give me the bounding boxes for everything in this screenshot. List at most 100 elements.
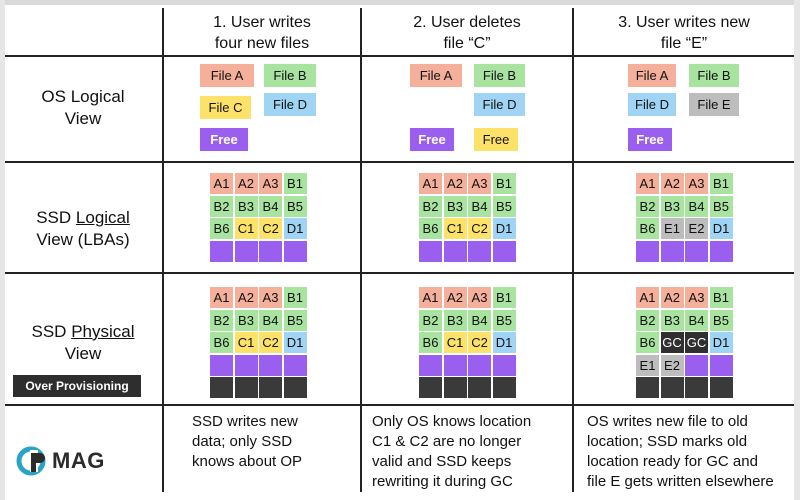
logical-lba-cell: A3 [259, 173, 282, 194]
os-file-chip: Free [410, 128, 454, 151]
logical-lba-cell: A3 [685, 173, 708, 194]
physical-block-cell: B5 [283, 309, 307, 331]
physical-block-cell: B6 [419, 332, 442, 353]
logical-lba-cell [234, 240, 258, 262]
physical-block-cell [234, 377, 258, 398]
divider-os [5, 161, 794, 163]
physical-block-cell [443, 377, 467, 398]
divider-header [5, 55, 794, 57]
row-label-word: SSD [36, 208, 76, 227]
physical-block-cell: A3 [468, 287, 491, 308]
physical-block-cell [468, 354, 491, 376]
physical-block-cell: B2 [210, 309, 233, 331]
physical-block-cell: A1 [419, 287, 442, 308]
physical-block-cell [283, 354, 307, 376]
os-file-chip: Free [628, 128, 672, 151]
logical-lba-cell: C1 [234, 218, 258, 239]
os-file-chip: File A [628, 64, 676, 87]
logical-lba-cell: B4 [685, 195, 708, 217]
physical-block-cell: B1 [283, 287, 307, 308]
logical-lba-cell: B2 [210, 195, 233, 217]
physical-block-cell: GC [660, 332, 684, 353]
logical-lba-cell: A1 [210, 173, 233, 194]
logical-lba-cell [468, 240, 491, 262]
physical-block-cell [685, 354, 708, 376]
physical-block-cell: C1 [443, 332, 467, 353]
row-label-underlined-word: Physical [71, 322, 135, 341]
over-provisioning-badge: Over Provisioning [13, 375, 141, 397]
physical-block-cell: E2 [660, 354, 684, 376]
divider-col-2 [360, 8, 362, 492]
row-label-line: SSD Logical [6, 207, 160, 229]
physical-block-cell [443, 354, 467, 376]
logical-lba-cell: A3 [468, 173, 491, 194]
os-file-chip: File B [264, 64, 316, 87]
logical-lba-cell: D1 [283, 218, 307, 239]
physical-block-cell [468, 377, 491, 398]
divider-col-3 [572, 8, 574, 492]
physical-block-cell: C1 [234, 332, 258, 353]
logical-lba-cell: B4 [468, 195, 491, 217]
physical-block-cell [259, 377, 282, 398]
logical-lba-cell [492, 240, 516, 262]
os-file-chip: File D [628, 93, 676, 116]
row-label-line: SSD Physical [6, 321, 160, 343]
logical-lba-cell: C1 [443, 218, 467, 239]
logical-lba-cell: B6 [210, 218, 233, 239]
physical-block-cell [210, 377, 233, 398]
physical-block-cell [234, 354, 258, 376]
physical-block-cell: B2 [419, 309, 442, 331]
physical-block-cell [709, 377, 733, 398]
physical-block-cell: A3 [685, 287, 708, 308]
physical-block-cell: B4 [259, 309, 282, 331]
logical-lba-cell: C2 [468, 218, 491, 239]
logical-lba-cell: A1 [636, 173, 659, 194]
pcmag-logo: MAG [16, 446, 105, 476]
logical-lba-cell: E1 [660, 218, 684, 239]
logical-lba-cell: B3 [443, 195, 467, 217]
physical-block-cell [660, 377, 684, 398]
column-header-2: 2. User deletes file “C” [413, 14, 521, 52]
row-label-line: OS Logical [41, 87, 125, 106]
logical-lba-cell: A1 [419, 173, 442, 194]
physical-block-cell [259, 354, 282, 376]
physical-block-cell: B1 [709, 287, 733, 308]
pcmag-p-icon [16, 446, 46, 476]
logical-lba-cell: B2 [419, 195, 442, 217]
physical-block-cell: D1 [492, 332, 516, 353]
logical-lba-cell: A2 [234, 173, 258, 194]
caption-step-2: Only OS knows location C1 & C2 are no lo… [372, 413, 532, 490]
physical-block-cell: A1 [210, 287, 233, 308]
os-file-chip: File D [474, 93, 525, 116]
physical-block-cell: A3 [259, 287, 282, 308]
logical-lba-cell: B5 [709, 195, 733, 217]
physical-block-cell: B5 [709, 309, 733, 331]
logical-lba-cell [443, 240, 467, 262]
physical-block-cell: A2 [234, 287, 258, 308]
physical-block-cell: B2 [636, 309, 659, 331]
logical-lba-cell [419, 240, 442, 262]
os-file-chip: File C [200, 96, 251, 119]
physical-block-cell: A2 [443, 287, 467, 308]
logical-lba-cell: B4 [259, 195, 282, 217]
logical-lba-cell [283, 240, 307, 262]
physical-block-cell: E1 [636, 354, 659, 376]
logical-lba-cell [259, 240, 282, 262]
physical-block-cell: C2 [468, 332, 491, 353]
logical-lba-cell [660, 240, 684, 262]
row-label-line: View [64, 109, 102, 128]
physical-block-cell [419, 354, 442, 376]
physical-block-cell: GC [685, 332, 708, 353]
physical-block-cell: B6 [210, 332, 233, 353]
physical-block-cell: B3 [660, 309, 684, 331]
physical-block-cell: B1 [492, 287, 516, 308]
column-header-3: 3. User writes new file “E” [618, 14, 750, 52]
divider-logical [5, 272, 794, 274]
physical-block-cell [419, 377, 442, 398]
physical-block-cell [210, 354, 233, 376]
logical-lba-cell: B5 [283, 195, 307, 217]
physical-block-cell [709, 354, 733, 376]
physical-block-cell: B6 [636, 332, 659, 353]
physical-block-cell: D1 [709, 332, 733, 353]
